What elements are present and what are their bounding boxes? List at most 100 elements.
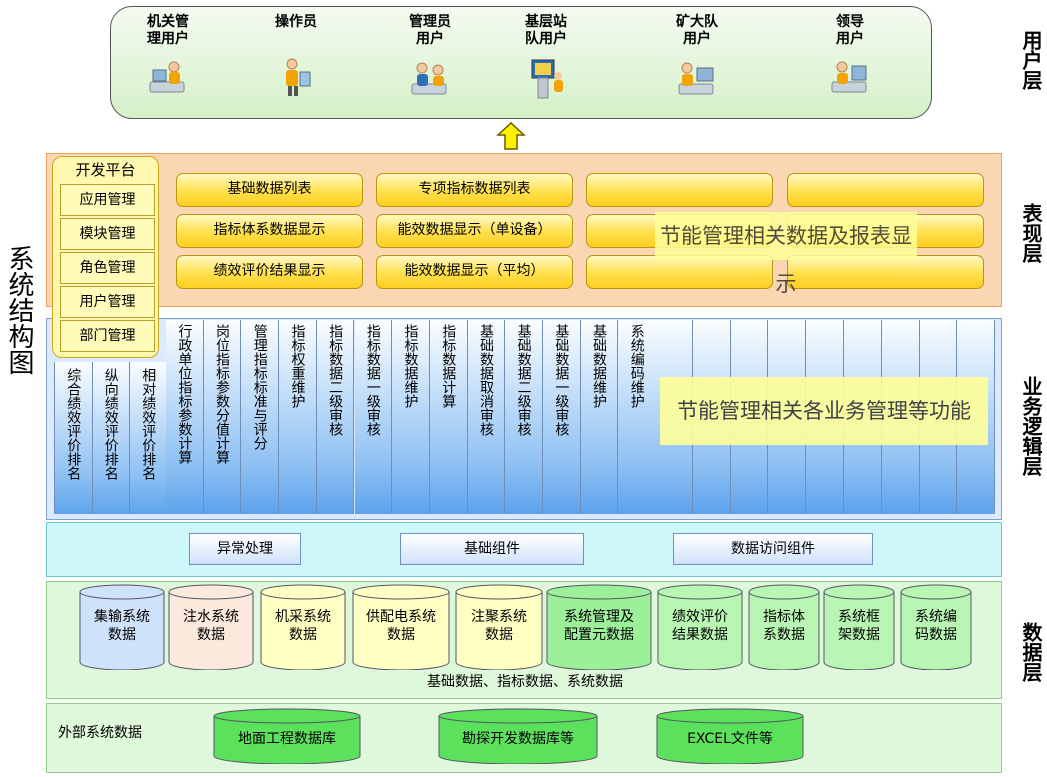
business-column[interactable]: 指标数据维护: [392, 320, 430, 514]
business-column[interactable]: 指标数据二级审核: [316, 320, 355, 514]
pres-button-performance-result[interactable]: 绩效评价结果显示: [176, 255, 363, 289]
layer-label-presentation: 表现层: [1018, 203, 1044, 269]
business-left-columns: 综合绩效评价排名 纵向绩效评价排名相对绩效评价排名: [54, 362, 168, 514]
database-cylinder[interactable]: 注水系统数据: [168, 584, 254, 670]
layer-label-business: 业务逻辑层: [1018, 376, 1044, 482]
admin-user-icon: [408, 58, 452, 100]
database-cylinder-label: 系统框架数据: [838, 609, 880, 643]
user-layer: [110, 6, 932, 119]
external-database-cylinder-label: EXCEL文件等: [687, 731, 773, 747]
dev-item-user-management[interactable]: 用户管理: [60, 286, 155, 318]
user-label: 矿大队用户: [676, 14, 718, 47]
business-columns: 行政单位指标参数计算 岗位指标参数分值计算 管理指标标准与评分 指标权重维护 指标数据二…: [166, 320, 657, 514]
presentation-highlight: 节能管理相关数据及报表显示: [655, 212, 917, 296]
business-column-label: 纵向绩效评价排名: [102, 368, 119, 480]
database-cylinder[interactable]: 机采系统数据: [260, 584, 346, 670]
database-cylinder[interactable]: 系统管理及配置元数据: [546, 584, 652, 670]
database-cylinder[interactable]: 系统框架数据: [823, 584, 895, 670]
business-column-label: 指标权重维护: [289, 324, 306, 408]
layer-label-data-text: 数据层: [1019, 622, 1043, 682]
kiosk-user-icon: [524, 58, 568, 100]
computer-user-icon: [675, 58, 719, 100]
dev-platform: 开发平台 应用管理 模块管理 角色管理 用户管理 部门管理: [52, 156, 159, 358]
business-column[interactable]: 岗位指标参数分值计算: [203, 320, 242, 514]
user-item: 领导用户: [805, 14, 895, 114]
user-label: 管理员用户: [409, 14, 451, 47]
dev-item-role-management[interactable]: 角色管理: [60, 252, 155, 284]
desk-user-icon: [146, 58, 190, 100]
business-highlight: 节能管理相关各业务管理等功能: [660, 377, 988, 445]
database-cylinder-label: 机采系统数据: [275, 609, 331, 643]
pres-button-indicator-system[interactable]: 指标体系数据显示: [176, 214, 363, 248]
user-label: 基层站队用户: [525, 14, 567, 47]
pres-blank-button: [787, 255, 984, 289]
business-column[interactable]: 纵向绩效评价排名: [92, 362, 130, 514]
database-cylinder[interactable]: 注聚系统数据: [455, 584, 543, 670]
business-column[interactable]: 相对绩效评价排名: [130, 362, 168, 514]
user-label: 操作员: [275, 14, 317, 30]
user-item: 管理员用户: [385, 14, 475, 114]
business-column-label: 指标数据二级审核: [327, 324, 344, 436]
component-exception-handling[interactable]: 异常处理: [189, 533, 301, 565]
external-data-label: 外部系统数据: [58, 725, 142, 741]
dev-item-department-management[interactable]: 部门管理: [60, 320, 155, 352]
external-database-cylinder-label: 地面工程数据库: [238, 731, 336, 747]
pres-button-special-indicator-list[interactable]: 专项指标数据列表: [376, 173, 573, 207]
database-cylinder[interactable]: 绩效评价结果数据: [657, 584, 743, 670]
business-column-label: 管理指标标准与评分: [251, 324, 268, 450]
up-arrow-icon: [496, 121, 526, 150]
component-data-access[interactable]: 数据访问组件: [673, 533, 873, 565]
business-column[interactable]: 指标数据一级审核: [354, 320, 393, 514]
external-database-cylinder[interactable]: EXCEL文件等: [656, 708, 804, 764]
business-column-label: 指标数据计算: [440, 324, 457, 408]
business-column[interactable]: 系统编码维护: [618, 320, 657, 514]
business-column-label: 指标数据维护: [402, 324, 419, 408]
database-cylinder[interactable]: 系统编码数据: [900, 584, 972, 670]
business-column-label: 基础数据维护: [591, 324, 608, 408]
database-cylinder-label: 注水系统数据: [183, 609, 239, 643]
database-cylinder[interactable]: 供配电系统数据: [352, 584, 450, 670]
database-cylinder-label: 注聚系统数据: [471, 609, 527, 643]
pres-button-energy-average[interactable]: 能效数据显示（平均）: [376, 255, 573, 289]
operator-icon: [274, 56, 318, 98]
component-basic[interactable]: 基础组件: [400, 533, 584, 565]
business-column[interactable]: 基础数据一级审核: [543, 320, 581, 514]
business-column-label: 基础数据一级审核: [553, 324, 570, 436]
business-column[interactable]: 行政单位指标参数计算: [166, 320, 204, 514]
business-column[interactable]: 管理指标标准与评分: [241, 320, 280, 514]
diagram-title: 系统结构图: [2, 245, 36, 384]
layer-label-user-text: 用户层: [1019, 30, 1043, 90]
dev-platform-title: 开发平台: [75, 161, 136, 179]
pres-blank-button: [586, 255, 773, 289]
business-column[interactable]: 指标数据计算: [429, 320, 468, 514]
external-database-cylinder[interactable]: 勘探开发数据库等: [438, 708, 598, 764]
user-item: 机关管理用户: [123, 14, 213, 114]
database-cylinder-label: 指标体系数据: [763, 609, 805, 643]
database-cylinder[interactable]: 集输系统数据: [79, 584, 165, 670]
business-column[interactable]: 指标权重维护: [279, 320, 317, 514]
dev-item-module-management[interactable]: 模块管理: [60, 218, 155, 250]
pres-blank-button: [586, 173, 773, 207]
business-column[interactable]: 综合绩效评价排名: [55, 362, 93, 514]
diagram-title-text: 系统结构图: [4, 245, 34, 375]
dev-item-app-management[interactable]: 应用管理: [60, 184, 155, 216]
database-cylinder[interactable]: 指标体系数据: [748, 584, 820, 670]
layer-label-data: 数据层: [1018, 622, 1044, 688]
business-column[interactable]: 基础数据维护: [580, 320, 619, 514]
user-item: 矿大队用户: [652, 14, 742, 114]
pres-blank-button: [787, 173, 984, 207]
business-column[interactable]: 基础数据取消审核: [467, 320, 506, 514]
layer-label-user: 用户层: [1018, 30, 1044, 96]
external-database-cylinder[interactable]: 地面工程数据库: [213, 708, 361, 764]
user-label: 机关管理用户: [147, 14, 189, 47]
leader-user-icon: [828, 58, 872, 100]
pres-button-basic-data-list[interactable]: 基础数据列表: [176, 173, 363, 207]
business-column[interactable]: 基础数据二级审核: [505, 320, 543, 514]
business-column-label: 岗位指标参数分值计算: [214, 324, 231, 464]
business-column-label: 行政单位指标参数计算: [176, 324, 193, 464]
business-column-label: 基础数据取消审核: [477, 324, 494, 436]
business-column-label: 综合绩效评价排名: [65, 368, 82, 480]
database-cylinder-label: 系统编码数据: [915, 609, 957, 643]
pres-button-energy-single[interactable]: 能效数据显示（单设备）: [376, 214, 573, 248]
user-item: 操作员: [251, 14, 341, 114]
